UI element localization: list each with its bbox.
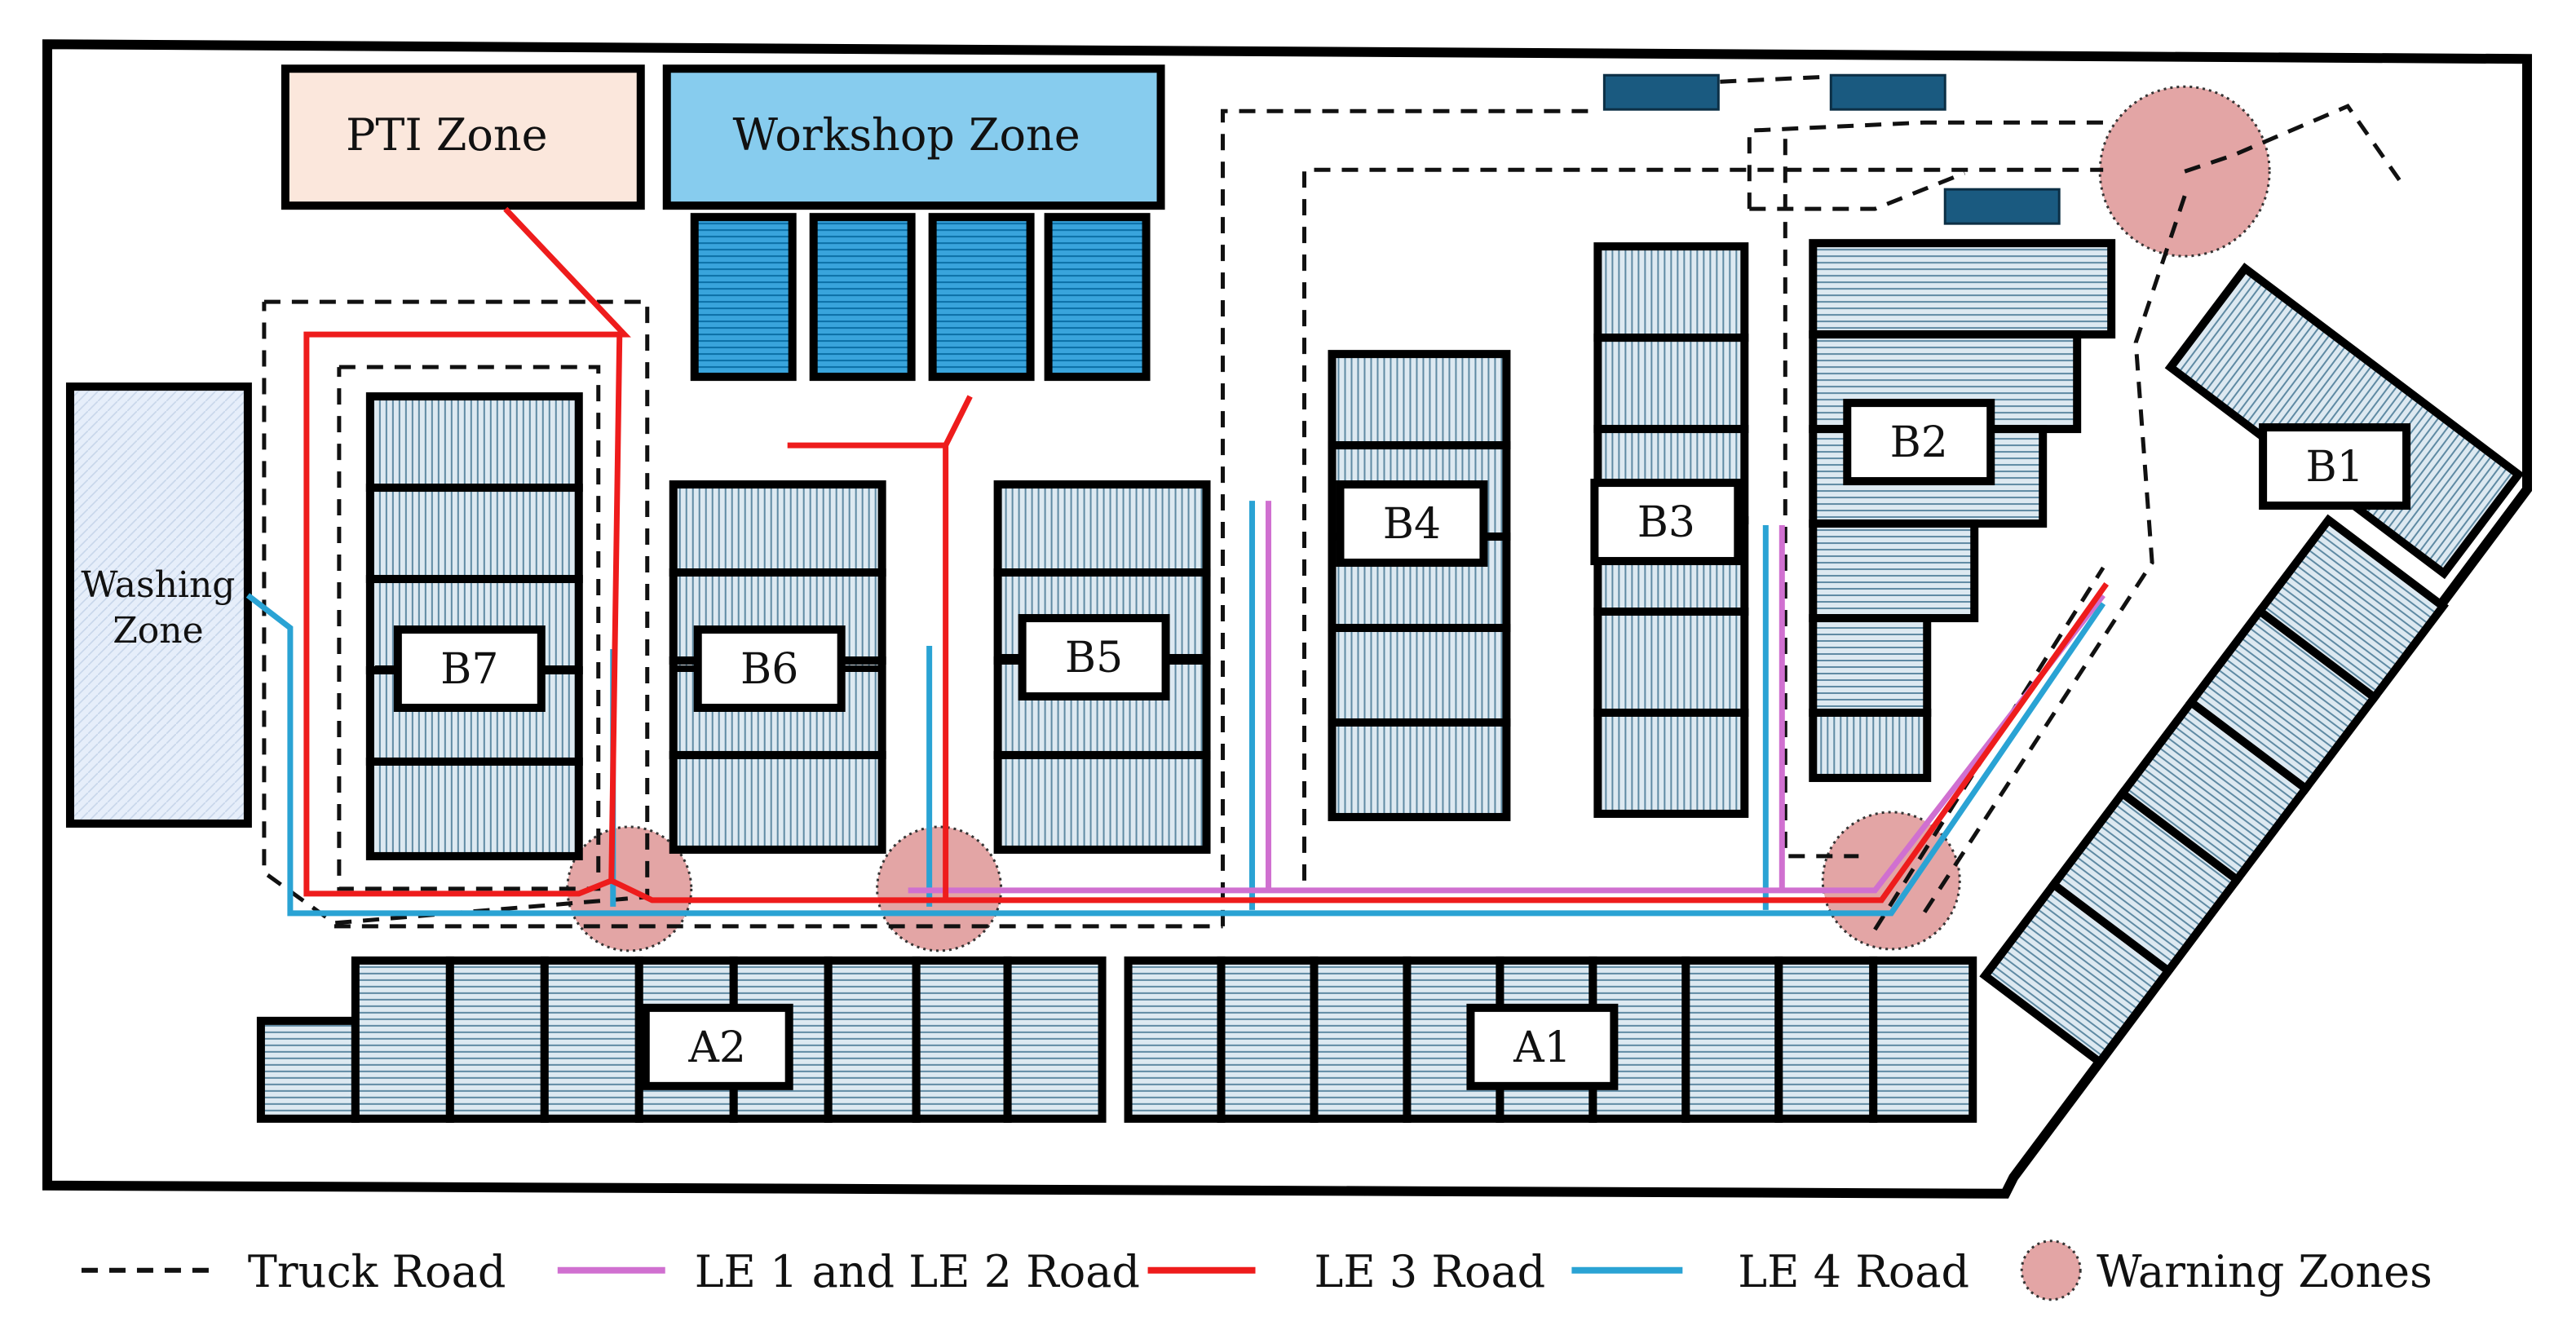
yard-boundary — [42, 39, 2533, 1199]
legend-le12-label: LE 1 and LE 2 Road — [695, 1246, 1140, 1297]
legend-le4-label: LE 4 Road — [1738, 1246, 1969, 1297]
legend-le3-label: LE 3 Road — [1314, 1246, 1545, 1297]
label-b3-text: B3 — [1637, 498, 1695, 547]
legend-item-le3-road: LE 3 Road — [1147, 1246, 1545, 1297]
label-b1: B1 — [2259, 423, 2411, 510]
label-b7: B7 — [374, 625, 581, 712]
label-b4: B4 — [1336, 480, 1488, 568]
label-b3: B3 — [1590, 479, 1743, 566]
washing-zone: Washing Zone — [65, 382, 252, 828]
block-labels: B7 B6 B5 B4 B3 B2 B1 A2 — [374, 399, 2411, 1090]
legend-truck-label: Truck Road — [248, 1246, 506, 1297]
legend: Truck Road LE 1 and LE 2 Road LE 3 Road … — [81, 1240, 2432, 1301]
label-b5: B5 — [999, 614, 1208, 700]
label-b2-text: B2 — [1890, 418, 1948, 467]
pti-zone: PTI Zone — [281, 64, 645, 210]
legend-item-warning-zones: Warning Zones — [2020, 1240, 2432, 1301]
equipment-marker — [1602, 73, 1720, 111]
pti-zone-label: PTI Zone — [346, 109, 547, 161]
label-a1: A1 — [1466, 1003, 1619, 1090]
stack-b4 — [1328, 350, 1511, 821]
label-b7-text: B7 — [440, 645, 498, 694]
label-a2: A2 — [641, 1003, 793, 1090]
legend-item-truck-road: Truck Road — [81, 1246, 506, 1297]
label-b5-text: B5 — [1065, 634, 1123, 683]
washing-zone-label-line1: Washing — [81, 564, 235, 606]
workshop-bay — [690, 213, 797, 382]
legend-item-le4-road: LE 4 Road — [1571, 1246, 1969, 1297]
workshop-bay — [809, 213, 916, 382]
equipment-markers — [1602, 73, 2061, 225]
workshop-bay — [928, 213, 1035, 382]
label-b1-text: B1 — [2305, 443, 2363, 492]
legend-warning-label: Warning Zones — [2097, 1246, 2432, 1297]
le3-road — [303, 206, 2110, 904]
legend-item-le12-road: LE 1 and LE 2 Road — [557, 1246, 1140, 1297]
label-b6-text: B6 — [740, 645, 798, 694]
stack-b6 — [669, 480, 886, 854]
workshop-zone-label: Workshop Zone — [733, 109, 1080, 161]
label-b2: B2 — [1843, 399, 1995, 486]
warning-zone — [1821, 811, 1961, 951]
workshop-bays — [690, 213, 1151, 382]
label-b4-text: B4 — [1383, 500, 1441, 549]
label-a1-text: A1 — [1513, 1023, 1571, 1072]
washing-zone-label-line2: Zone — [113, 610, 203, 652]
label-a2-text: A2 — [687, 1023, 746, 1072]
workshop-bay — [1044, 213, 1151, 382]
label-b6: B6 — [674, 625, 884, 712]
workshop-zone: Workshop Zone — [662, 64, 1165, 210]
stack-b7 — [365, 392, 583, 860]
equipment-marker — [1943, 188, 2061, 225]
stack-b1 — [1979, 263, 2525, 1068]
equipment-marker — [1829, 73, 1946, 111]
